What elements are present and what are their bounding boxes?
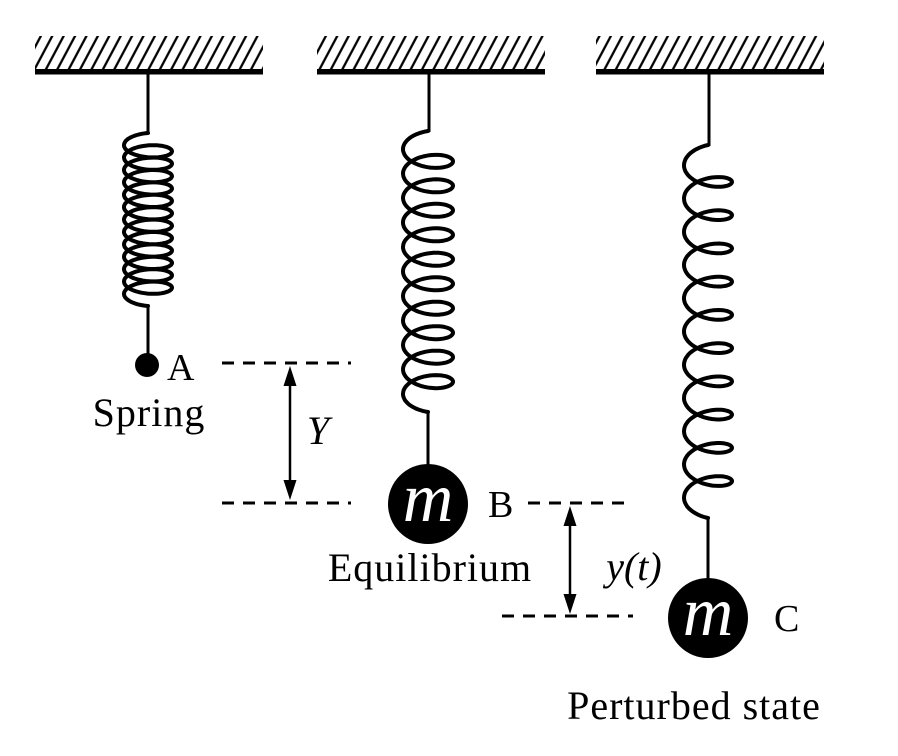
ceiling-beam	[596, 69, 824, 75]
spring-end-dot-a	[135, 353, 159, 377]
label-point-c: C	[774, 598, 799, 640]
arrowhead-up	[563, 506, 577, 526]
ceiling-middle	[317, 36, 545, 75]
label-Y: Y	[307, 408, 333, 453]
mass-label-c: m	[683, 574, 734, 651]
caption-spring: Spring	[93, 390, 206, 435]
spring-coil-equilibrium	[401, 129, 455, 414]
panel-equilibrium: m B Equilibrium	[317, 36, 545, 590]
arrowhead-down	[563, 594, 577, 614]
mass-ball-b	[388, 464, 468, 544]
label-point-b: B	[488, 484, 513, 526]
spring-coil-perturbed	[682, 143, 734, 520]
label-point-a: A	[167, 347, 195, 389]
ceiling-right	[596, 36, 824, 75]
ceiling-left	[35, 36, 263, 75]
arrow-Y: Y	[283, 366, 333, 500]
panel-natural: A Spring	[35, 36, 263, 435]
ceiling-beam	[35, 69, 263, 75]
ceiling-hatch	[596, 36, 824, 69]
label-y-of-t: y(t)	[602, 544, 662, 589]
mass-label-b: m	[403, 460, 454, 537]
panel-perturbed: m C Perturbed state	[567, 36, 824, 728]
spring-coil-natural	[122, 131, 174, 308]
arrowhead-down	[283, 480, 297, 500]
arrowhead-up	[283, 366, 297, 386]
mass-ball-c	[668, 578, 748, 658]
ceiling-beam	[317, 69, 545, 75]
caption-perturbed: Perturbed state	[567, 683, 821, 728]
arrow-y-of-t: y(t)	[563, 506, 662, 614]
ceiling-hatch	[317, 36, 545, 69]
caption-equilibrium: Equilibrium	[328, 545, 532, 590]
ceiling-hatch	[35, 36, 263, 69]
